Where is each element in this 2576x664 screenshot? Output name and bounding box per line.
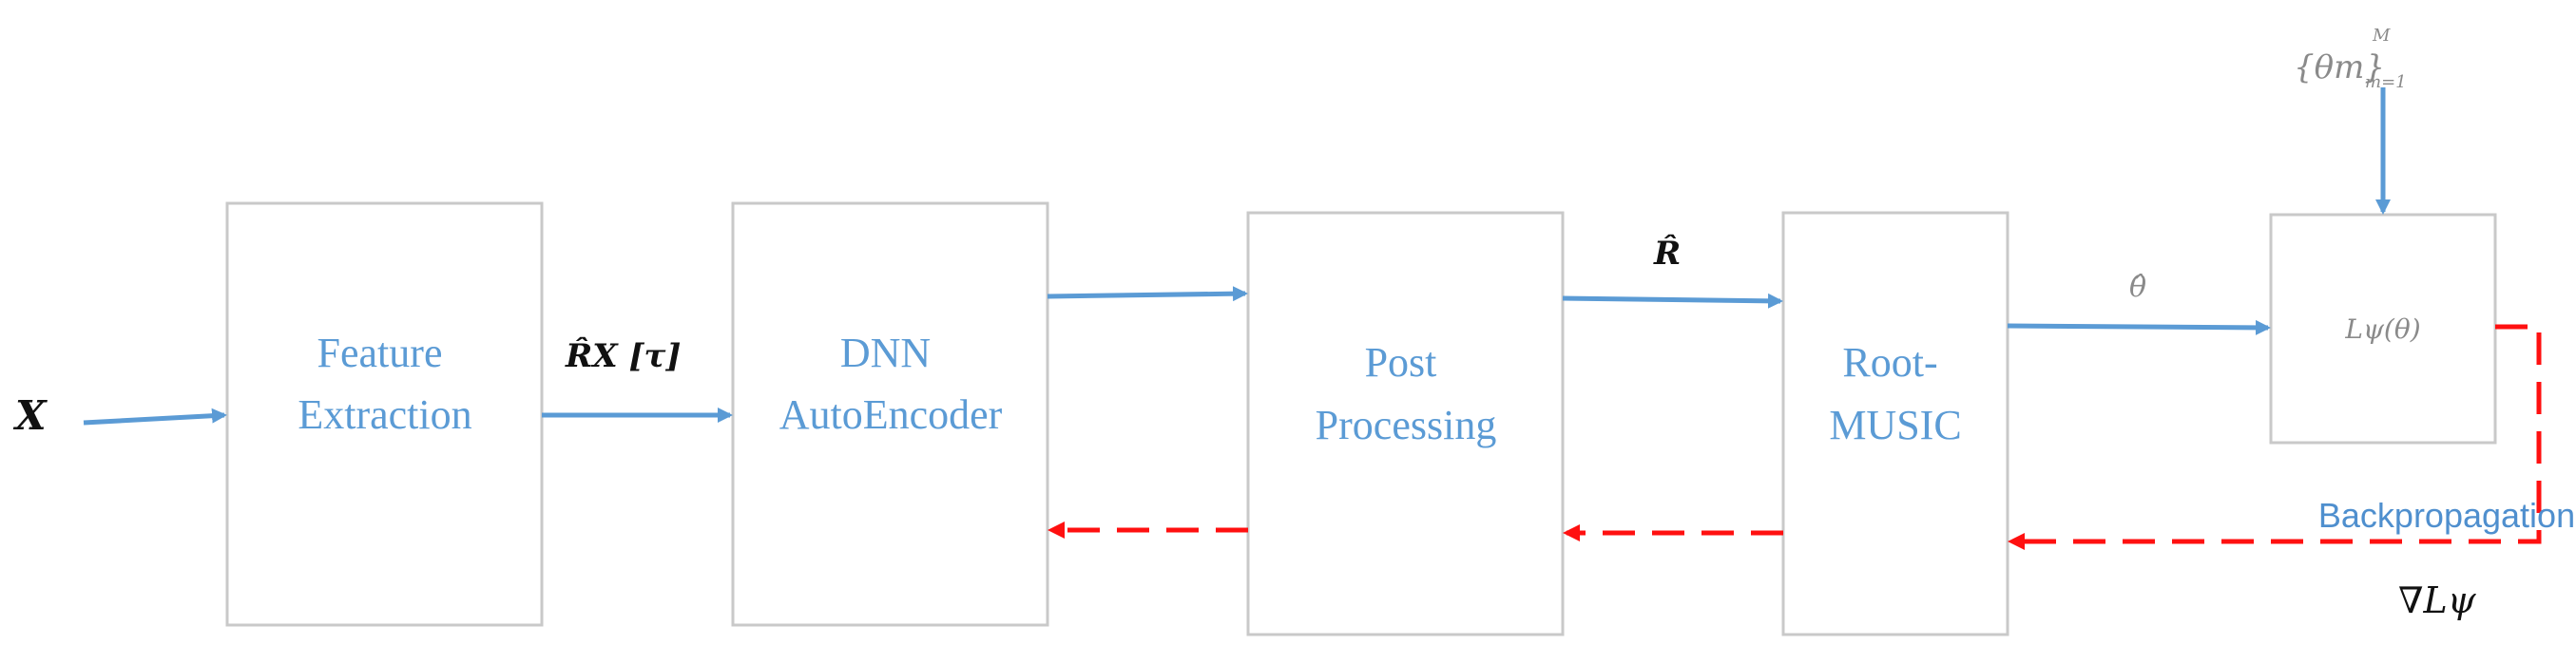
arrow-post-to-root — [1562, 293, 1783, 309]
dnn-autoencoder-box — [731, 201, 1049, 627]
theta-set-upper: M — [2372, 26, 2391, 46]
loss-label: Lψ(θ) — [2344, 313, 2420, 345]
arrow-root-to-loss — [2007, 319, 2271, 335]
root-music-line-2: MUSIC — [1829, 402, 1961, 448]
feature-extraction-line-2: Extraction — [298, 391, 471, 438]
input-x-label: X — [12, 392, 48, 439]
dnn-autoencoder-line-1: DNN — [840, 330, 931, 376]
feature-extraction-label: Feature Extraction — [298, 330, 471, 438]
r-hat-label: R̂ — [1653, 234, 1681, 273]
arrow-x-to-feature — [83, 408, 227, 426]
feature-extraction-box — [225, 201, 544, 627]
dnn-autoencoder-line-2: AutoEncoder — [779, 391, 1003, 438]
theta-set-label: {θm} — [2294, 48, 2385, 86]
root-music-box — [1781, 211, 2009, 636]
backprop-loss-loop — [2008, 324, 2542, 550]
post-processing-box — [1246, 211, 1565, 636]
post-processing-line-1: Post — [1365, 339, 1437, 386]
gradient-label: ∇Lψ — [2398, 579, 2477, 621]
feature-extraction-line-1: Feature — [317, 330, 443, 376]
theta-hat-label: θ̂ — [2129, 271, 2146, 304]
post-processing-label: Post Processing — [1316, 339, 1497, 448]
dnn-autoencoder-label: DNN AutoEncoder — [779, 330, 1003, 438]
root-music-line-1: Root- — [1842, 339, 1937, 386]
theta-set-lower: m=1 — [2365, 72, 2407, 92]
loss-box — [2269, 213, 2497, 445]
backpropagation-label: Backpropagation — [2318, 496, 2575, 535]
arrow-dnn-to-post — [1047, 286, 1248, 302]
post-processing-line-2: Processing — [1316, 402, 1497, 448]
root-music-label: Root- MUSIC — [1829, 339, 1961, 448]
r-x-tau-label: R̂X [τ] — [565, 336, 682, 375]
